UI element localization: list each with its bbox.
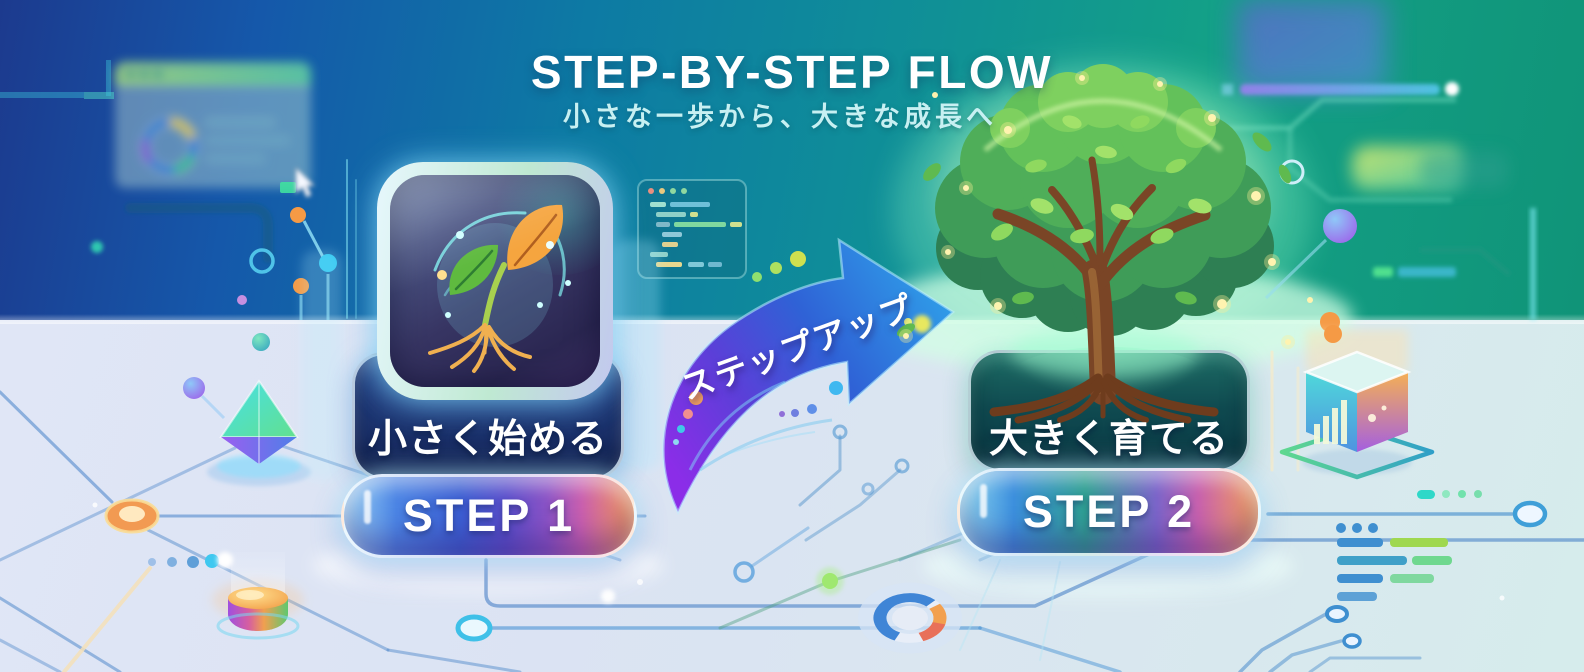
- circuit-nodes: [92, 342, 1548, 649]
- glow-particles: [899, 71, 1313, 349]
- cursor-pointer-icon: [295, 166, 316, 198]
- glass-slabs: [302, 240, 660, 480]
- code-editor-mockup: [637, 179, 747, 279]
- browser-window-mockup: [115, 62, 311, 188]
- donut-chart-decoration: [858, 582, 962, 654]
- step1-label: 小さく始める: [367, 418, 608, 461]
- step-up-arrow: [662, 237, 956, 515]
- ui-widgets-top-right: [1196, 82, 1536, 332]
- leaves: [896, 115, 1292, 337]
- step1-icon-tile: [390, 175, 600, 387]
- gradient-cylinder: [212, 552, 304, 640]
- step2-badge-bar: [957, 468, 1261, 556]
- page-title: STEP-BY-STEP FLOW: [530, 46, 1054, 98]
- step2-badge: STEP 2: [1022, 486, 1196, 537]
- step1-icon-frame: [377, 162, 613, 400]
- code-lines-bottom-right: [1337, 538, 1452, 601]
- step1-badge: STEP 1: [402, 490, 576, 541]
- step1-badge-bar: [341, 474, 637, 558]
- roots: [989, 373, 1219, 424]
- bar-chart-cube: [1279, 325, 1435, 480]
- step2-label: 大きく育てる: [988, 418, 1229, 461]
- tree-icon: [896, 64, 1313, 424]
- crystal-prism: [207, 379, 311, 486]
- gradient-spheres: [183, 333, 270, 420]
- page-subtitle: 小さな一歩から、大きな成長へ: [563, 101, 997, 132]
